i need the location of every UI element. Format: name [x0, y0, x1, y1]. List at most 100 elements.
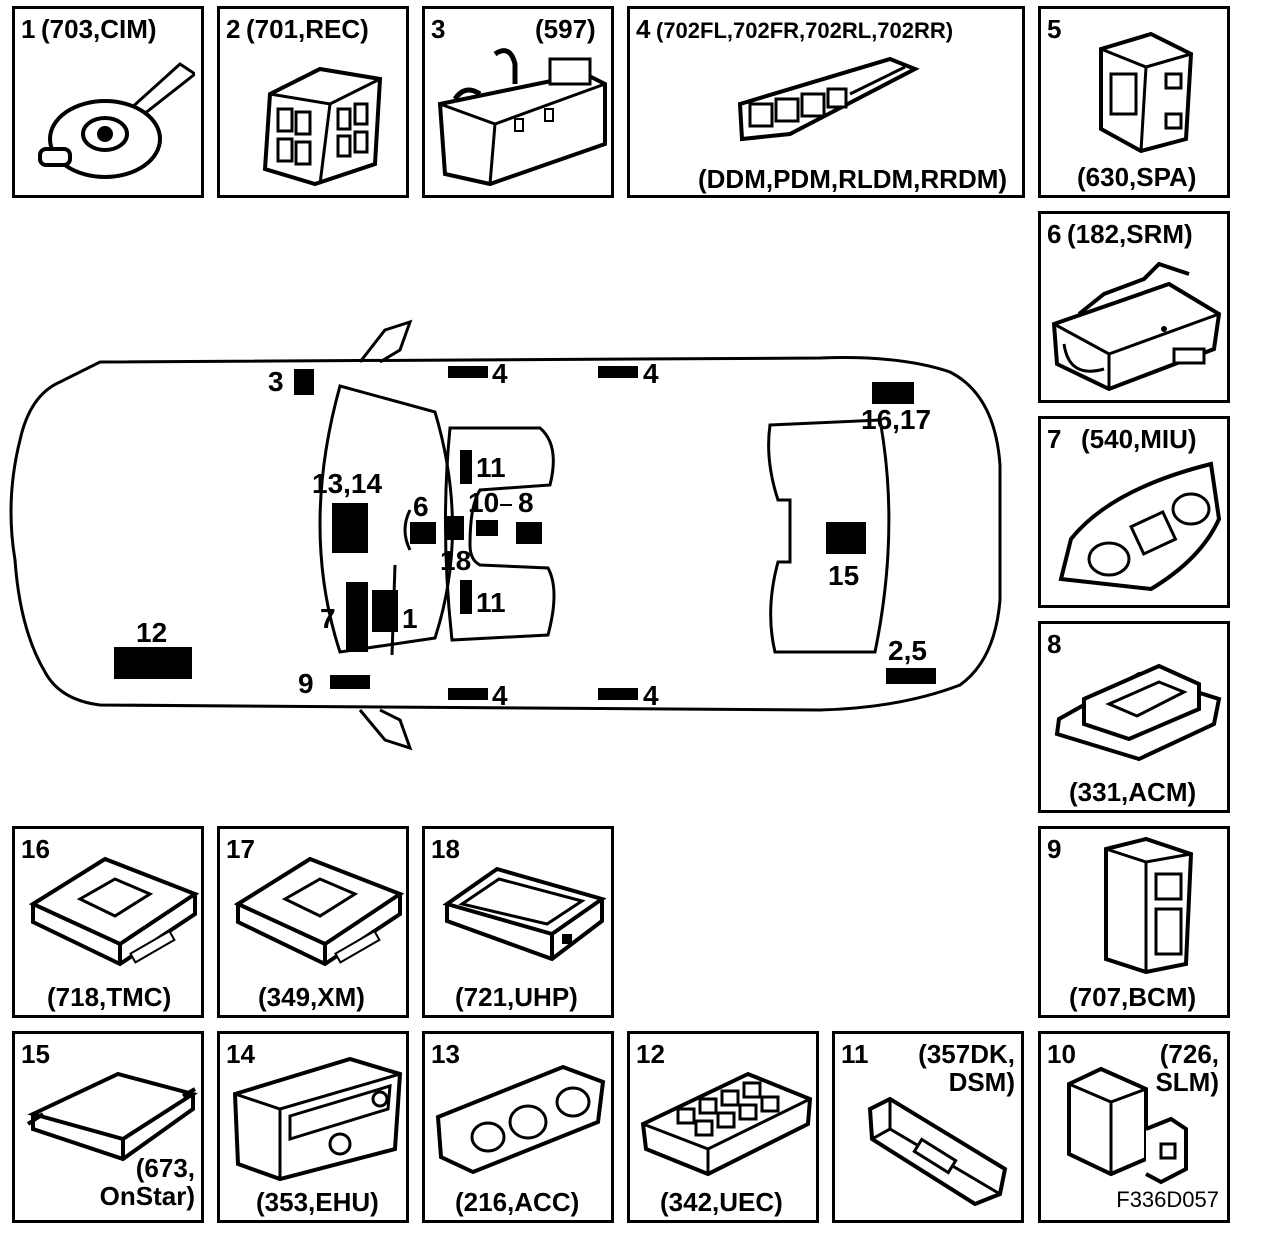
- car-label-2-5: 2,5: [888, 635, 927, 666]
- phone-module-illustration: [442, 866, 607, 962]
- module-panel-16: 16 (718,TMC): [12, 826, 204, 1018]
- module-code: (540,MIU): [1081, 424, 1197, 454]
- module-code: (702FL,702FR,702RL,702RR): [656, 18, 954, 43]
- windshield-outline: [318, 384, 454, 654]
- module-code: (342,UEC): [660, 1187, 783, 1217]
- receiver-module-illustration: [233, 856, 405, 967]
- car-label-13-14: 13,14: [312, 468, 382, 499]
- module-number: 7: [1047, 424, 1062, 454]
- module-number: 18: [431, 834, 460, 864]
- car-label-4: 4: [643, 680, 659, 711]
- steering-lock-module-illustration: [1067, 1066, 1188, 1185]
- underhood-fuse-block-illustration: [640, 1071, 813, 1177]
- module-number: 4: [636, 14, 651, 44]
- door-module-illustration: [737, 56, 920, 142]
- module-number: 12: [636, 1039, 665, 1069]
- marker-18: [446, 516, 464, 540]
- marker-4-rr: [598, 688, 638, 700]
- module-code: (718,TMC): [47, 982, 172, 1012]
- module-code: (721,UHP): [455, 982, 578, 1012]
- marker-4-fr: [448, 688, 488, 700]
- marker-8: [516, 522, 542, 544]
- car-label-1: 1: [402, 603, 418, 634]
- module-code: (597): [535, 14, 596, 44]
- module-number: 17: [226, 834, 255, 864]
- marker-7: [346, 582, 368, 652]
- module-number: 6: [1047, 219, 1062, 249]
- body-control-module-illustration: [1104, 836, 1194, 974]
- module-number: 10: [1047, 1039, 1076, 1069]
- module-number: 16: [21, 834, 50, 864]
- module-number: 15: [21, 1039, 50, 1069]
- module-code: (353,EHU): [256, 1187, 379, 1217]
- marker-2-5: [886, 668, 936, 684]
- car-label-12: 12: [136, 617, 167, 648]
- car-label-7: 7: [320, 603, 336, 634]
- marker-16-17: [872, 382, 914, 404]
- marker-10: [476, 520, 498, 536]
- car-label-10: 10: [468, 487, 499, 518]
- module-code: (701,REC): [246, 14, 369, 44]
- car-label-11: 11: [476, 587, 506, 618]
- right-mirror-outline: [358, 708, 413, 751]
- car-label-4: 4: [492, 680, 508, 711]
- marker-9: [330, 675, 370, 689]
- marker-6: [410, 522, 436, 544]
- module-panel-6: 6 (182,SRM): [1038, 211, 1230, 403]
- module-code: (630,SPA): [1077, 162, 1197, 192]
- module-panel-15: 15 (673, OnStar): [12, 1031, 204, 1223]
- module-code: (349,XM): [258, 982, 365, 1012]
- car-label-15: 15: [828, 560, 859, 591]
- marker-11-left: [460, 450, 472, 484]
- module-acronyms: (DDM,PDM,RLDM,RRDM): [698, 164, 1008, 194]
- module-number: 3: [431, 14, 446, 44]
- module-code: (707,BCM): [1069, 982, 1197, 1012]
- module-panel-14: 14 (353,EHU): [217, 1031, 409, 1223]
- module-panel-3: 3 (597): [422, 6, 614, 198]
- vehicle-top-view-diagram: 3 4 4 4 4 16,17 13,14 6 10 8 11 11 18 15…: [9, 319, 1002, 751]
- module-panel-2: 2 (701,REC): [217, 6, 409, 198]
- module-code: (331,ACM): [1069, 777, 1197, 807]
- module-number: 11: [841, 1039, 869, 1069]
- module-number: 5: [1047, 14, 1062, 44]
- module-panel-1: 1 (703,CIM): [12, 6, 204, 198]
- module-panel-11: 11 (357DK, DSM): [832, 1031, 1024, 1223]
- entertainment-head-unit-illustration: [232, 1056, 403, 1182]
- marker-4-fl: [448, 366, 488, 378]
- left-mirror-outline: [358, 319, 413, 364]
- module-number: 8: [1047, 629, 1062, 659]
- module-code: (726, SLM): [1155, 1039, 1219, 1097]
- car-label-18: 18: [440, 545, 471, 576]
- car-label-16-17: 16,17: [861, 404, 931, 435]
- car-label-6: 6: [413, 491, 429, 522]
- module-panel-17: 17 (349,XM): [217, 826, 409, 1018]
- steering-column-switch-illustration: [38, 62, 195, 179]
- module-panel-5: 5 (630,SPA): [1038, 6, 1230, 198]
- car-label-4: 4: [643, 358, 659, 389]
- module-code: (216,ACC): [455, 1187, 580, 1217]
- car-label-9: 9: [298, 668, 314, 699]
- module-panel-18: 18 (721,UHP): [422, 826, 614, 1018]
- car-label-8: 8: [518, 487, 534, 518]
- marker-15: [826, 522, 866, 554]
- marker-4-rl: [598, 366, 638, 378]
- module-panel-10: 10 (726, SLM) F336D057: [1038, 1031, 1230, 1223]
- car-label-4: 4: [492, 358, 508, 389]
- car-label-11: 11: [476, 452, 506, 483]
- onstar-module-illustration: [26, 1071, 198, 1162]
- fuse-relay-block-illustration: [262, 66, 383, 187]
- marker-3: [294, 369, 314, 395]
- figure-code: F336D057: [1116, 1187, 1219, 1212]
- module-code: (673, OnStar): [99, 1153, 195, 1211]
- door-switch-module-illustration: [867, 1096, 1008, 1207]
- module-code: (357DK, DSM): [918, 1039, 1015, 1097]
- climate-control-panel-illustration: [435, 1064, 606, 1175]
- marker-12: [114, 647, 192, 679]
- module-code: (703,CIM): [41, 14, 157, 44]
- marker-11-right: [460, 580, 472, 614]
- marker-1: [372, 590, 398, 632]
- module-panel-4: 4 (702FL,702FR,702RL,702RR) (DDM,PDM,RLD…: [627, 6, 1025, 198]
- module-number: 9: [1047, 834, 1062, 864]
- module-number: 13: [431, 1039, 460, 1069]
- module-code: (182,SRM): [1067, 219, 1193, 249]
